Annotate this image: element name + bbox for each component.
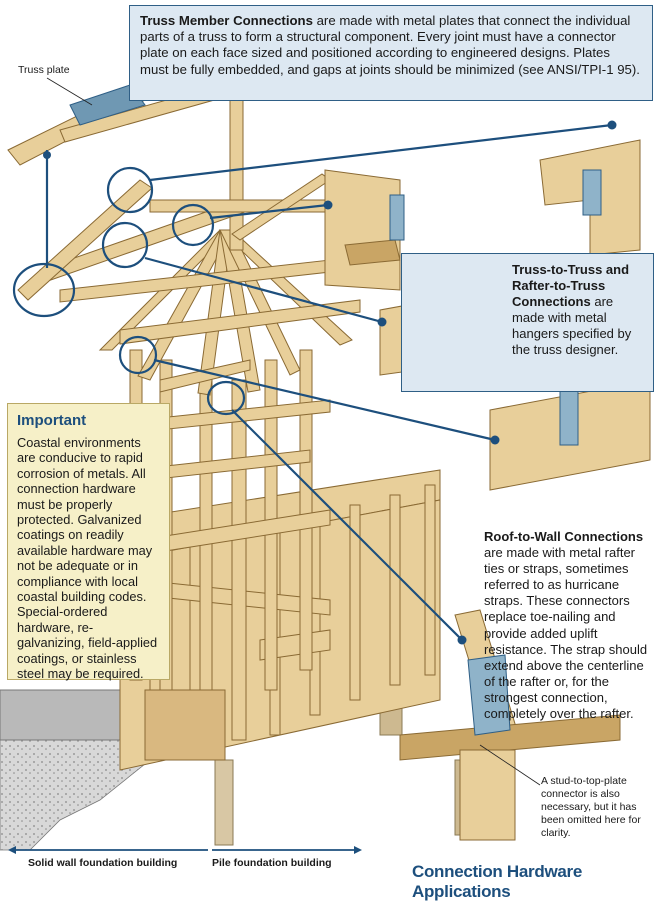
stud-note-leader xyxy=(479,744,541,786)
hanger-callout-body: are made with metal hangers specified by… xyxy=(512,294,632,357)
important-heading: Important xyxy=(17,412,87,429)
pile-foundation-label: Pile foundation building xyxy=(212,857,332,869)
leader-dots xyxy=(43,120,617,645)
hanger-detail-top xyxy=(324,139,641,291)
roof-rafters xyxy=(17,99,361,396)
figure-caption: Connection Hardware Applications xyxy=(412,862,582,901)
footer-arrows xyxy=(8,846,362,854)
hanger-callout-heading: Truss-to-Truss and Rafter-to-Truss Conne… xyxy=(512,262,630,309)
important-box: Important Coastal environments are condu… xyxy=(7,403,170,682)
roof-wall-body: are made with metal rafter ties or strap… xyxy=(484,545,648,722)
truss-member-callout: Truss Member Connections are made with m… xyxy=(129,5,653,101)
hanger-callout: Truss-to-Truss and Rafter-to-Truss Conne… xyxy=(401,253,654,392)
truss-callout-body: are made with metal plates that connect … xyxy=(140,13,640,77)
roof-to-truss-detail xyxy=(489,379,651,491)
roof-wall-heading: Roof-to-Wall Connections xyxy=(484,529,644,544)
roof-to-wall-text: Roof-to-Wall Connections are made with m… xyxy=(484,529,650,722)
stud-connector-note: A stud-to-top-plate connector is also ne… xyxy=(541,775,641,839)
truss-callout-heading: Truss Member Connections xyxy=(140,13,313,28)
sheathing-panel xyxy=(144,689,226,761)
leader-lines xyxy=(12,123,613,641)
hurricane-strap-detail xyxy=(399,609,621,841)
important-body: Coastal environments are conducive to ra… xyxy=(17,435,158,682)
solid-wall-foundation-label: Solid wall foundation building xyxy=(28,857,178,869)
truss-plate-label: Truss plate xyxy=(18,64,70,76)
